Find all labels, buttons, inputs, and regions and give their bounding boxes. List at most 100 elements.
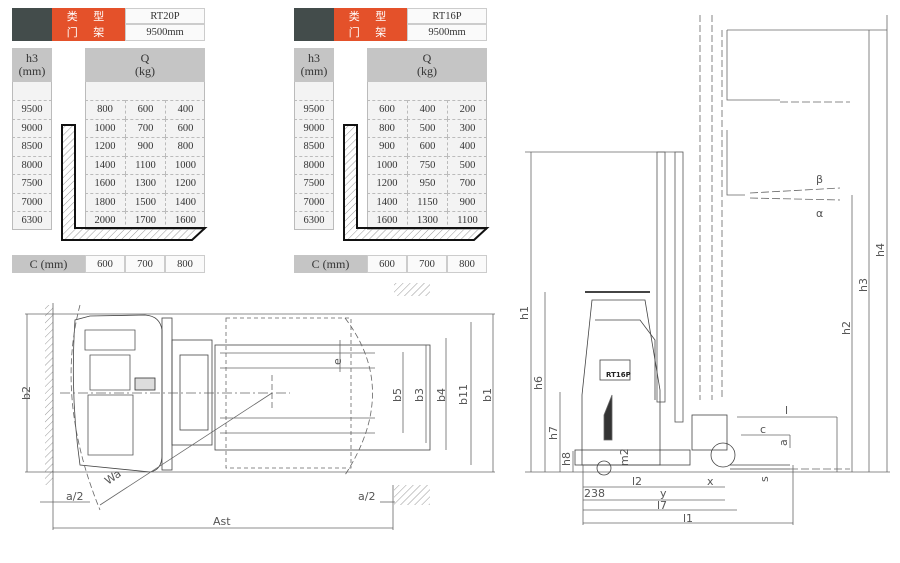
label-h6: h6 [532, 376, 545, 390]
type-label: 类 型 [334, 8, 407, 24]
h3-value: 7000 [12, 192, 52, 212]
q-value: 800 [165, 137, 205, 156]
q-value: 900 [367, 137, 407, 156]
label-a2-right: a/2 [358, 490, 375, 503]
rack-hatch-bottom [394, 485, 430, 505]
q-value: 400 [447, 137, 487, 156]
label-h1: h1 [518, 306, 531, 320]
q-value: 200 [447, 100, 487, 119]
h3-value: 8500 [294, 137, 334, 156]
h3-value: 8500 [12, 137, 52, 156]
top-view-drawing [25, 283, 495, 530]
fork-symbol-right [343, 124, 490, 241]
q-value: 1200 [165, 174, 205, 193]
q-value: 1300 [125, 174, 165, 193]
label-l1: l1 [683, 512, 693, 525]
h3-header: h3 (mm) [294, 48, 334, 82]
label-l2: l2 [632, 475, 642, 488]
h3-value: 7000 [294, 192, 334, 212]
q-value: 1400 [165, 192, 205, 211]
q-value: 800 [367, 118, 407, 138]
q-value: 1500 [125, 192, 165, 211]
c-value: 800 [447, 255, 487, 273]
q-value: 1100 [447, 211, 487, 230]
h3-value: 7500 [294, 174, 334, 193]
q-value: 1300 [407, 211, 447, 230]
c-value: 700 [125, 255, 165, 273]
label-alpha: α [816, 207, 823, 220]
label-ast: Ast [213, 515, 231, 528]
label-y: y [660, 487, 667, 500]
model-value: RT16P [407, 8, 487, 24]
q-value: 1000 [367, 155, 407, 175]
label-a2-left: a/2 [66, 490, 83, 503]
q-value: 800 [85, 100, 125, 119]
c-value: 700 [407, 255, 447, 273]
label-b3: b3 [413, 388, 426, 402]
q-value: 1600 [367, 211, 407, 230]
label-238: 238 [584, 487, 605, 500]
q-value: 500 [447, 155, 487, 174]
q-value: 600 [125, 100, 165, 119]
label-c: c [760, 423, 766, 436]
q-value: 1400 [367, 192, 407, 212]
label-e: e [331, 358, 344, 365]
wall-hatch [45, 305, 53, 485]
label-m2: m2 [618, 448, 631, 466]
side-view-labels: RT16P h1 h6 h7 h8 m2 l2 x 238 y l7 l1 s … [518, 173, 887, 525]
rack-hatch-top [394, 283, 430, 296]
h3-header: h3 (mm) [12, 48, 52, 82]
q-value: 900 [125, 137, 165, 156]
q-value: 600 [165, 118, 205, 137]
q-value: 1000 [165, 155, 205, 174]
q-value: 600 [407, 137, 447, 156]
table-corner-block [294, 8, 334, 41]
c-value: 600 [85, 255, 125, 273]
q-value: 1150 [407, 192, 447, 211]
q-value: 1000 [85, 118, 125, 138]
q-value: 1200 [367, 174, 407, 193]
q-value: 700 [447, 174, 487, 193]
h3-value: 9000 [12, 118, 52, 138]
q-value: 900 [447, 192, 487, 211]
q-value: 1100 [125, 155, 165, 174]
h3-value: 7500 [12, 174, 52, 193]
q-value: 1700 [125, 211, 165, 230]
label-b4: b4 [435, 388, 448, 402]
label-h3: h3 [857, 278, 870, 292]
label-h8: h8 [560, 452, 573, 466]
label-h2: h2 [840, 321, 853, 335]
label-h7: h7 [547, 426, 560, 440]
q-value: 2000 [85, 211, 125, 230]
h3-value: 9500 [294, 100, 334, 119]
h3-value: 8000 [12, 155, 52, 175]
table-corner-block [12, 8, 52, 41]
mast-label: 门 架 [52, 24, 125, 41]
q-value: 750 [407, 155, 447, 174]
q-value: 600 [367, 100, 407, 119]
q-value: 400 [165, 100, 205, 119]
fork-symbol-left [61, 124, 208, 241]
c-value: 800 [165, 255, 205, 273]
mast-label: 门 架 [334, 24, 407, 41]
c-value: 600 [367, 255, 407, 273]
q-value: 1400 [85, 155, 125, 175]
label-l7: l7 [657, 499, 667, 512]
q-header: Q (kg) [367, 48, 487, 82]
q-value: 300 [447, 118, 487, 137]
type-label: 类 型 [52, 8, 125, 24]
q-header: Q (kg) [85, 48, 205, 82]
h3-value: 6300 [294, 211, 334, 230]
label-b11: b11 [457, 384, 470, 405]
h3-value: 9000 [294, 118, 334, 138]
label-x: x [707, 475, 714, 488]
label-beta: β [816, 173, 823, 186]
q-value: 700 [125, 118, 165, 137]
label-h4: h4 [874, 243, 887, 257]
label-wa: Wa [102, 467, 123, 487]
label-b2: b2 [20, 386, 33, 400]
label-b5: b5 [391, 388, 404, 402]
truck-model-label: RT16P [606, 371, 631, 379]
